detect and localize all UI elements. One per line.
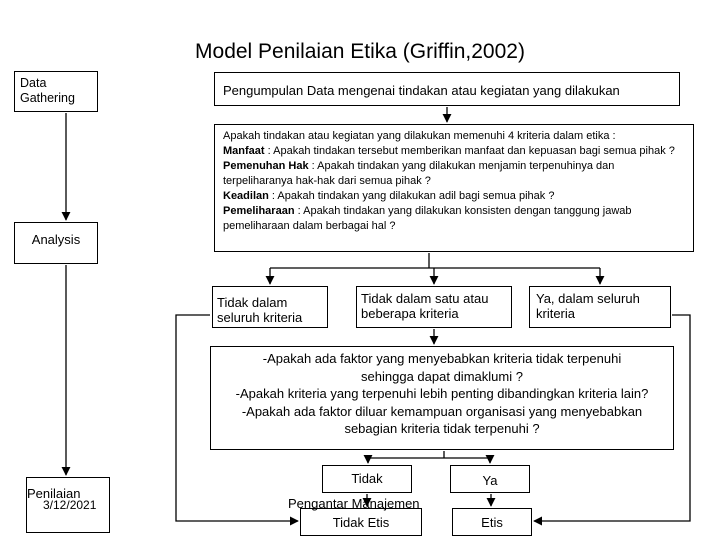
criteria-term: Keadilan (223, 190, 269, 202)
analysis-question-box: Apakah tindakan atau kegiatan yang dilak… (214, 124, 694, 252)
decision-ya: Ya (450, 465, 530, 493)
analysis-intro: Apakah tindakan atau kegiatan yang dilak… (223, 130, 616, 142)
criteria-term: Manfaat (223, 145, 265, 157)
loop-to-tidak-etis (175, 314, 299, 526)
decision-tidak: Tidak (322, 465, 412, 493)
criteria-pemeliharaan: Pemeliharaan : Apakah tindakan yang dila… (223, 204, 685, 234)
criteria-term: Pemenuhan Hak (223, 160, 309, 172)
outcome-tidak-seluruh: Tidak dalam seluruh kriteria (212, 286, 328, 328)
criteria-keadilan: Keadilan : Apakah tindakan yang dilakuka… (223, 189, 685, 204)
penilaian-label: Penilaian (27, 486, 81, 501)
followup-questions-box: -Apakah ada faktor yang menyebabkan krit… (210, 346, 674, 450)
result-etis: Etis (452, 508, 532, 536)
outcome-ya-seluruh: Ya, dalam seluruh kriteria (529, 286, 671, 328)
result-tidak-etis: Tidak Etis (300, 508, 422, 536)
criteria-term: Pemeliharaan (223, 205, 295, 217)
data-gathering-box: Data Gathering (14, 71, 98, 112)
criteria-manfaat: Manfaat : Apakah tindakan tersebut membe… (223, 144, 685, 159)
loop-to-etis (533, 314, 691, 526)
criteria-pemenuhan-hak: Pemenuhan Hak : Apakah tindakan yang dil… (223, 159, 685, 189)
date-label: 3/12/2021 (43, 498, 97, 512)
criteria-desc: : Apakah tindakan yang dilakukan adil ba… (268, 190, 555, 202)
outcome-tidak-satu: Tidak dalam satu atau beberapa kriteria (356, 286, 512, 328)
penilaian-box: Penilaian 3/12/2021 (26, 477, 110, 533)
criteria-desc: : Apakah tindakan yang dilakukan konsist… (223, 205, 632, 232)
diagram-title: Model Penilaian Etika (Griffin,2002) (195, 40, 525, 63)
criteria-desc: : Apakah tindakan yang dilakukan menjami… (223, 160, 615, 187)
pengumpulan-box: Pengumpulan Data mengenai tindakan atau … (214, 72, 680, 106)
criteria-desc: : Apakah tindakan tersebut memberikan ma… (264, 145, 675, 157)
analysis-box: Analysis (14, 222, 98, 264)
